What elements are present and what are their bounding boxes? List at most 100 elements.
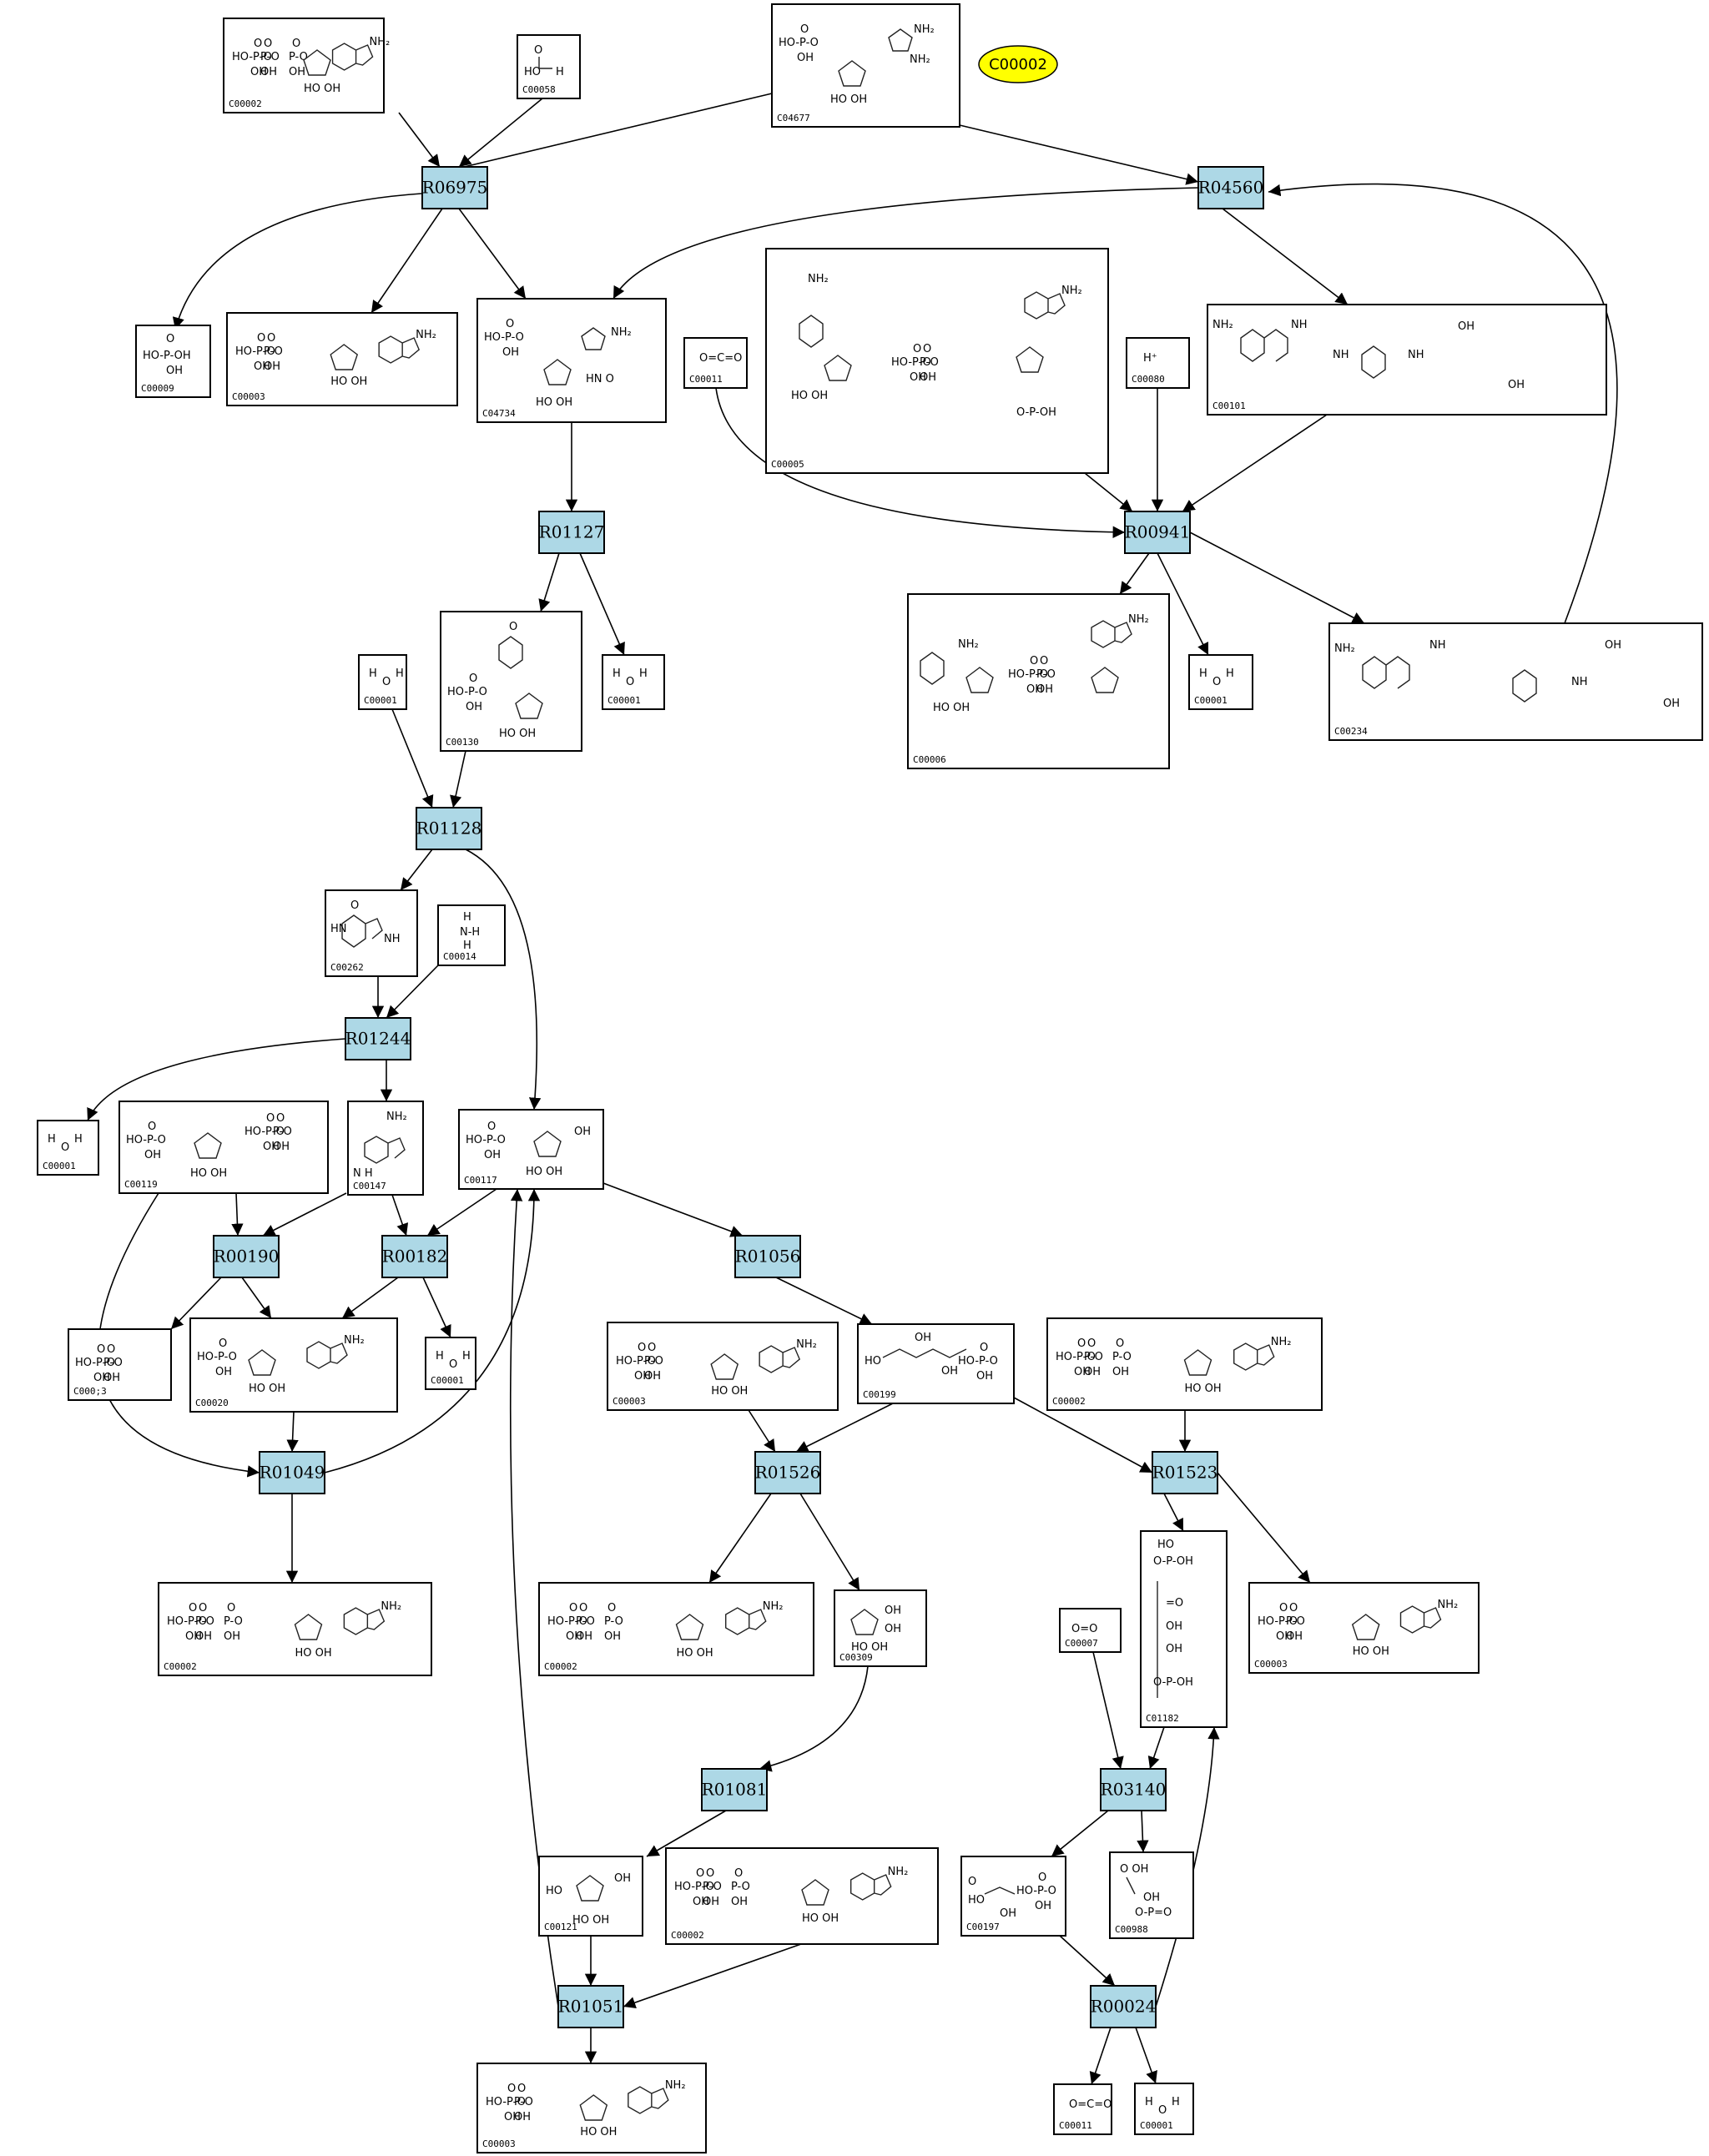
reaction-node[interactable]: R01056 — [734, 1235, 801, 1278]
compound-box — [1053, 2083, 1112, 2135]
reaction-node[interactable]: R01051 — [557, 1985, 624, 2028]
compound-box — [158, 1582, 432, 1676]
compound-box — [1126, 337, 1190, 389]
svg-text:O: O — [254, 38, 262, 50]
reaction-node[interactable]: R01523 — [1152, 1451, 1218, 1494]
reaction-node[interactable]: R01244 — [345, 1017, 411, 1060]
compound-box — [1134, 2083, 1194, 2135]
reaction-node[interactable]: R03140 — [1100, 1768, 1167, 1811]
compound-box — [1109, 1851, 1194, 1939]
reaction-node[interactable]: R00024 — [1090, 1985, 1157, 2028]
svg-text:O: O — [509, 621, 517, 633]
reaction-node[interactable]: R01128 — [416, 807, 482, 850]
reaction-node[interactable]: R00182 — [381, 1235, 448, 1278]
edge-36 — [422, 1277, 451, 1338]
compound-node[interactable]: H⁺C00080 — [1126, 337, 1190, 389]
svg-text:OH: OH — [614, 1872, 631, 1885]
edge-60 — [1059, 1935, 1116, 1987]
edge-2 — [421, 93, 773, 180]
reaction-node[interactable]: R01049 — [259, 1451, 325, 1494]
svg-text:HO-P-O: HO-P-O — [75, 1357, 115, 1369]
svg-text:HO-P-O: HO-P-O — [486, 2096, 526, 2108]
svg-text:OH: OH — [260, 66, 277, 78]
compound-label: C00002 — [671, 1930, 704, 1941]
svg-text:NH: NH — [1333, 349, 1349, 361]
svg-text:O: O — [107, 1343, 115, 1356]
compound-box — [665, 1847, 939, 1945]
reaction-node[interactable]: R01081 — [701, 1768, 768, 1811]
compound-label: C00147 — [353, 1181, 386, 1191]
compound-box — [118, 1101, 329, 1194]
reaction-node[interactable]: R01127 — [538, 511, 605, 554]
svg-text:HO-P-O: HO-P-O — [1056, 1351, 1096, 1363]
reaction-node[interactable]: R00190 — [213, 1235, 280, 1278]
reaction-node[interactable]: R06975 — [421, 166, 488, 209]
compound-label: C00101 — [1212, 400, 1246, 411]
svg-text:HO-P-O: HO-P-O — [167, 1615, 207, 1628]
svg-text:OH: OH — [166, 365, 183, 377]
svg-text:NH₂: NH₂ — [386, 1111, 407, 1123]
svg-text:OH: OH — [885, 1604, 901, 1617]
compound-box — [189, 1317, 398, 1413]
highlight-node[interactable]: C00002 — [978, 45, 1058, 83]
compound-label: C000;3 — [73, 1386, 107, 1397]
compound-box — [1248, 1582, 1480, 1674]
svg-text:NH₂: NH₂ — [665, 2079, 686, 2092]
svg-text:NH₂: NH₂ — [344, 1334, 365, 1347]
edge-4 — [172, 193, 422, 330]
reaction-node[interactable]: R01526 — [754, 1451, 821, 1494]
svg-text:HN O: HN O — [586, 373, 614, 385]
svg-text:OH: OH — [250, 66, 267, 78]
edge-61 — [1155, 1726, 1220, 2007]
reaction-node[interactable]: R00941 — [1124, 511, 1191, 554]
reaction-node[interactable]: R04560 — [1197, 166, 1264, 209]
svg-text:HO-P-O: HO-P-O — [1016, 1885, 1056, 1897]
svg-text:OH: OH — [920, 371, 936, 384]
edge-1 — [458, 98, 543, 168]
